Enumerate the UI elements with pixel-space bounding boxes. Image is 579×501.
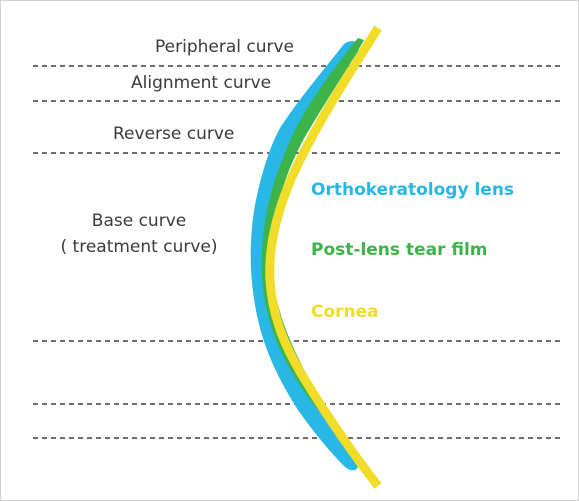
base-curve-line2: ( treatment curve) — [44, 234, 234, 260]
base-curve-label: Base curve ( treatment curve) — [44, 208, 234, 260]
reverse-curve-label: Reverse curve — [113, 124, 234, 144]
legend-orthokeratology-lens: Orthokeratology lens — [311, 180, 514, 200]
alignment-curve-label: Alignment curve — [131, 73, 271, 93]
peripheral-curve-label: Peripheral curve — [155, 37, 294, 57]
legend-post-lens-tear-film: Post-lens tear film — [311, 240, 488, 260]
base-curve-line1: Base curve — [44, 208, 234, 234]
legend-cornea: Cornea — [311, 302, 379, 322]
